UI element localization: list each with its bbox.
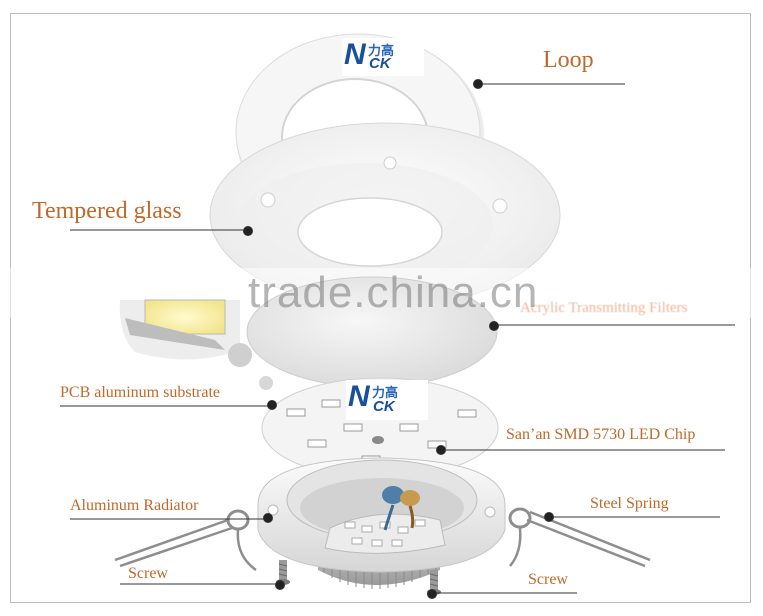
label-screw-right: Screw xyxy=(528,571,568,588)
brand-logo-middle: N 力高 CK xyxy=(346,380,428,420)
logo-chinese: 力高 xyxy=(372,386,399,401)
label-radiator: Aluminum Radiator xyxy=(70,497,199,514)
steel-spring-right xyxy=(508,507,651,568)
label-acrylic-filter: Acrylic Transmitting Filters xyxy=(520,300,688,316)
label-loop: Loop xyxy=(543,47,594,73)
label-steel-spring: Steel Spring xyxy=(590,495,669,512)
tempered-glass xyxy=(209,122,561,308)
brand-logo-top: N 力高 CK xyxy=(342,38,424,76)
logo-chinese: 力高 xyxy=(368,44,395,59)
steel-spring-left xyxy=(114,509,257,572)
led-zoom-inset xyxy=(119,299,273,390)
leader-lines xyxy=(60,79,735,599)
label-pcb: PCB aluminum substrate xyxy=(60,384,220,401)
watermark: trade.china.cn xyxy=(248,268,539,317)
aluminum-radiator xyxy=(257,457,506,589)
logo-letter: N xyxy=(344,38,366,71)
logo-letter: N xyxy=(348,380,370,413)
logo-sub: CK xyxy=(369,55,391,72)
label-led-chip: San’an SMD 5730 LED Chip xyxy=(506,426,696,443)
logo-sub: CK xyxy=(373,398,395,415)
label-screw-left: Screw xyxy=(128,565,168,582)
label-tempered-glass: Tempered glass xyxy=(32,198,182,224)
